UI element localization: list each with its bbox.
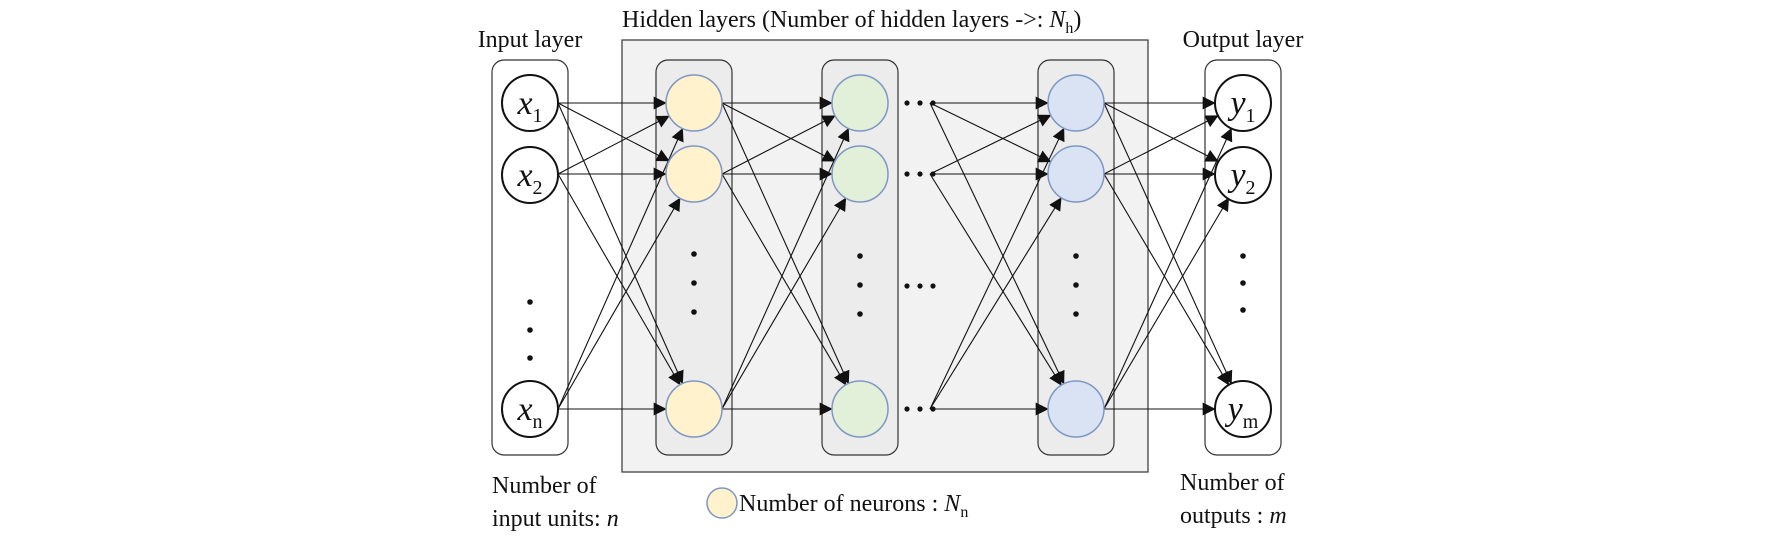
input-units-label-text: input units: — [492, 506, 607, 532]
hidden-neuron — [831, 380, 889, 438]
input-node-sub: n — [533, 411, 543, 433]
hidden-neuron — [665, 74, 723, 132]
edge-hidden1-to-hidden2 — [721, 102, 836, 162]
edge-input-to-hidden1 — [557, 102, 684, 384]
input-node-n: xn — [501, 380, 559, 438]
hidden-layer-2-neurons — [831, 74, 889, 438]
hidden-neuron — [831, 74, 889, 132]
edge-last-hidden-to-output — [1103, 127, 1233, 410]
input-node-1: x1 — [501, 74, 559, 132]
edge-input-to-hidden1 — [557, 128, 684, 410]
edge-input-to-hidden1 — [557, 115, 670, 175]
edge-last-hidden-to-output — [1103, 102, 1219, 162]
legend-var: N — [943, 491, 962, 517]
input-node-sub: 2 — [533, 177, 543, 199]
input-node-var: x — [516, 85, 532, 122]
svg-text:ym: ym — [1225, 391, 1259, 433]
hidden-layers-title-suffix: ) — [1073, 7, 1081, 33]
edge-ellipsis-to-last-hidden — [929, 173, 1062, 386]
edge-input-to-hidden1 — [557, 102, 670, 162]
legend-neuron-swatch — [706, 487, 738, 519]
edge-ellipsis-to-last-hidden — [929, 197, 1062, 410]
input-units-label-line2: input units: n — [492, 506, 619, 532]
hidden-neuron — [831, 145, 889, 203]
edge-ellipsis-to-last-hidden — [929, 102, 1052, 163]
output-node-var: y — [1227, 85, 1246, 122]
outputs-label-line2: outputs : m — [1180, 503, 1287, 529]
hidden-layer-1-neurons — [665, 74, 723, 438]
output-node-m: ym — [1214, 380, 1272, 438]
output-node-var: y — [1225, 391, 1244, 428]
outputs-label-line1: Number of — [1180, 470, 1285, 496]
input-node-var: x — [516, 391, 532, 428]
edge-hidden1-to-hidden2 — [721, 102, 850, 385]
input-node-sub: 1 — [533, 105, 543, 127]
hidden-layer-last-neurons — [1047, 74, 1105, 438]
svg-text:x2: x2 — [516, 157, 542, 199]
input-layer-title: Input layer — [478, 27, 583, 53]
input-node-2: x2 — [501, 146, 559, 204]
edge-ellipsis-to-last-hidden — [929, 114, 1052, 175]
svg-text:y1: y1 — [1227, 85, 1255, 127]
output-node-sub: 1 — [1246, 105, 1256, 127]
hidden-neuron — [665, 380, 723, 438]
outputs-label-text: outputs : — [1180, 503, 1269, 529]
edge-hidden1-to-hidden2 — [721, 173, 847, 386]
edge-last-hidden-to-output — [1103, 173, 1230, 386]
hidden-layers-title-var: N — [1048, 7, 1067, 33]
output-node-1: y1 — [1214, 74, 1272, 132]
svg-text:y2: y2 — [1227, 157, 1255, 199]
output-node-sub: m — [1243, 411, 1259, 433]
outputs-label-var: m — [1269, 503, 1286, 529]
edge-input-to-hidden1 — [557, 173, 681, 386]
output-node-var: y — [1227, 157, 1246, 194]
edge-hidden1-to-hidden2 — [721, 127, 850, 410]
svg-text:x1: x1 — [516, 85, 542, 127]
node-ellipsis — [527, 251, 1246, 361]
hidden-neuron — [1047, 380, 1105, 438]
connection-edges — [557, 96, 1233, 416]
hidden-layers-title-sub: h — [1065, 20, 1073, 37]
layer-ellipsis — [904, 100, 936, 412]
svg-text:xn: xn — [516, 391, 542, 433]
input-units-label-var: n — [607, 506, 619, 532]
input-node-var: x — [516, 157, 532, 194]
output-node-sub: 2 — [1246, 177, 1256, 199]
edge-ellipsis-to-last-hidden — [929, 102, 1065, 385]
hidden-neuron — [665, 145, 723, 203]
edge-last-hidden-to-output — [1103, 102, 1233, 385]
edge-hidden1-to-hidden2 — [721, 115, 836, 175]
edge-input-to-hidden1 — [557, 197, 681, 410]
legend-sub: n — [960, 504, 968, 521]
edge-last-hidden-to-output — [1103, 197, 1230, 410]
output-node-2: y2 — [1214, 146, 1272, 204]
legend-label: Number of neurons : Nn — [739, 491, 968, 521]
hidden-neuron — [1047, 145, 1105, 203]
hidden-layers-title-prefix: Hidden layers (Number of hidden layers -… — [622, 7, 1049, 33]
hidden-layers-title: Hidden layers (Number of hidden layers -… — [622, 7, 1081, 37]
output-layer-title: Output layer — [1183, 27, 1304, 53]
hidden-neuron — [1047, 74, 1105, 132]
legend-text: Number of neurons : — [739, 491, 944, 517]
edge-last-hidden-to-output — [1103, 115, 1219, 175]
input-units-label-line1: Number of — [492, 473, 597, 499]
edge-ellipsis-to-last-hidden — [929, 127, 1065, 410]
edge-hidden1-to-hidden2 — [721, 197, 847, 410]
